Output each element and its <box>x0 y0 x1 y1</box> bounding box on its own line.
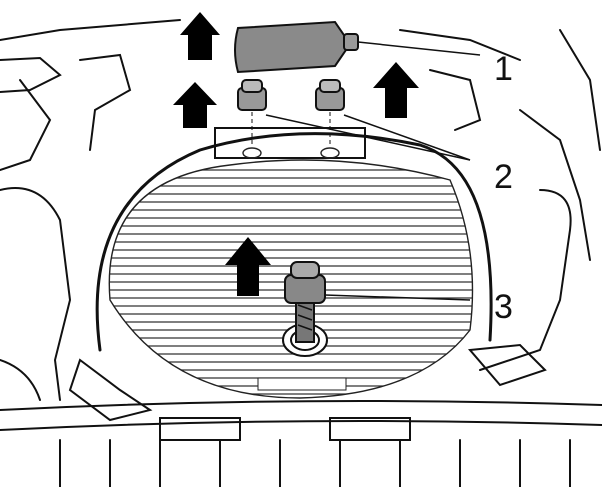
wheel-bolt <box>282 261 471 357</box>
trunk-outline <box>0 19 602 487</box>
up-arrow-icon <box>173 82 217 128</box>
bracket-plate <box>214 127 366 159</box>
callout-2: 2 <box>494 158 513 196</box>
up-arrow-icon <box>225 237 271 296</box>
callout-3: 3 <box>494 288 513 326</box>
up-arrow-icon <box>373 62 419 118</box>
sealant-bottle <box>234 20 481 74</box>
callout-1: 1 <box>494 50 513 88</box>
up-arrow-icon <box>180 12 220 60</box>
nut-left <box>237 79 267 145</box>
